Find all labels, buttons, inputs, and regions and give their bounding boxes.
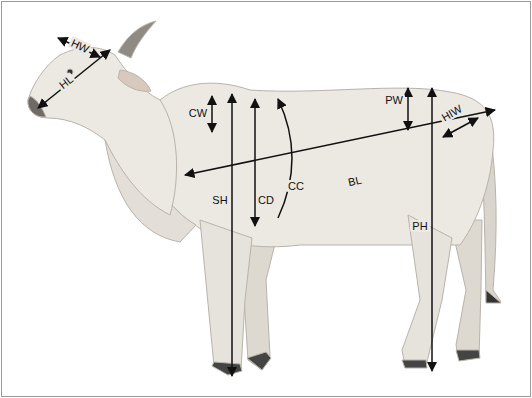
measurement-label: HW [67,36,92,56]
measurement-label: CW [187,107,209,119]
cow [28,21,501,375]
measurement-label: HL [55,72,77,93]
measurement-label: CC [286,180,306,192]
measurement-label: BL [345,173,365,188]
measurement-label: PW [383,94,405,106]
measurement-label: PH [410,220,429,232]
measurement-label: HIW [438,101,466,124]
measurement-lines [38,38,495,376]
measurement-label: CD [256,194,276,206]
measurement-label: SH [210,194,229,206]
